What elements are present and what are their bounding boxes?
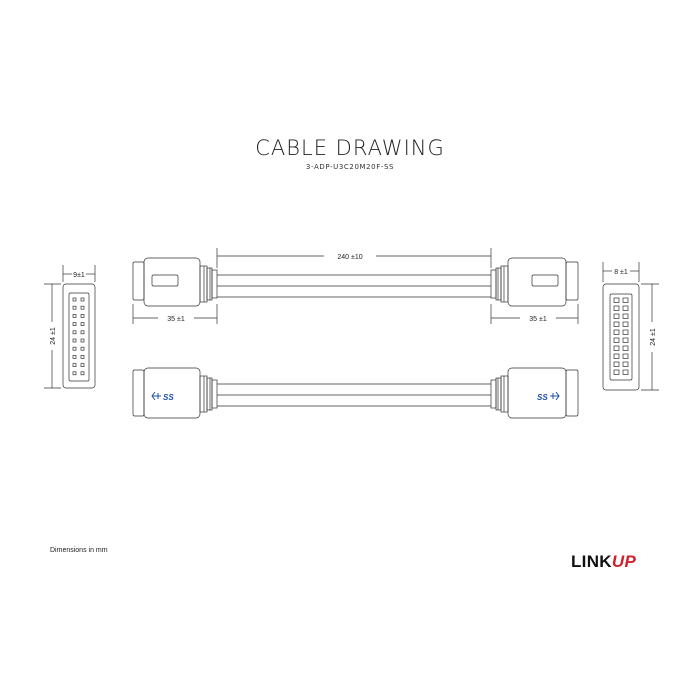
pin xyxy=(80,346,85,351)
pin xyxy=(72,355,77,359)
svg-text:SS: SS xyxy=(537,393,548,402)
top-cable-assembly xyxy=(132,257,579,307)
part-number: 3-ADP-U3C20M20F-SS xyxy=(305,163,395,171)
pin xyxy=(80,355,85,359)
pin xyxy=(613,369,620,375)
usb-ss-icon-right: SS xyxy=(537,391,560,402)
logo-text-main: LINK xyxy=(571,552,612,571)
pin xyxy=(80,322,85,326)
pin xyxy=(622,329,629,335)
left-height-dimension xyxy=(44,283,61,389)
pin xyxy=(622,305,629,311)
pin xyxy=(72,305,77,310)
pin xyxy=(613,337,620,343)
left-end-view xyxy=(62,283,96,389)
left-header-label: 35 ±1 xyxy=(167,316,185,323)
logo-text-accent: UP xyxy=(611,552,637,571)
linkup-logo: LINKUP xyxy=(571,553,636,570)
svg-text:SS: SS xyxy=(163,393,174,402)
pin xyxy=(80,338,85,343)
pin xyxy=(613,353,620,359)
pin xyxy=(613,345,620,351)
right-height-label: 24 ±1 xyxy=(650,328,657,346)
pin xyxy=(622,313,629,319)
pin xyxy=(80,363,85,367)
pin xyxy=(72,338,77,343)
pin xyxy=(622,345,629,351)
pin xyxy=(72,330,77,335)
right-width-label: 8 ±1 xyxy=(614,269,628,276)
pin xyxy=(72,346,77,351)
pin xyxy=(80,330,85,335)
pin xyxy=(613,305,620,311)
pin xyxy=(72,297,77,302)
drawing-title: CABLE DRAWING xyxy=(255,136,445,160)
pin xyxy=(622,369,629,375)
bottom-cable-assembly xyxy=(132,367,579,419)
pin xyxy=(80,305,85,310)
pin xyxy=(613,321,620,327)
pin xyxy=(613,361,620,367)
left-pin-grid xyxy=(72,297,85,376)
right-width-dimension xyxy=(602,262,640,282)
usb-ss-icon-left: SS xyxy=(151,391,174,402)
length-dimension xyxy=(216,248,492,268)
right-header-dimension xyxy=(490,304,579,324)
left-width-label: 9±1 xyxy=(73,272,85,279)
left-height-label: 24 ±1 xyxy=(50,327,57,345)
length-label: 240 ±10 xyxy=(337,254,362,261)
pin xyxy=(622,353,629,359)
pin xyxy=(80,314,85,318)
pin xyxy=(613,297,620,303)
pin xyxy=(622,361,629,367)
pin xyxy=(622,337,629,343)
right-pin-grid xyxy=(613,297,629,375)
pin xyxy=(72,371,77,376)
pin xyxy=(72,363,77,367)
pin xyxy=(622,297,629,303)
pin xyxy=(622,321,629,327)
left-header-dimension xyxy=(132,304,218,324)
pin xyxy=(613,329,620,335)
right-header-label: 35 ±1 xyxy=(529,316,547,323)
right-height-dimension xyxy=(641,283,659,391)
right-end-view xyxy=(602,283,640,391)
left-width-dimension xyxy=(62,265,96,282)
pin xyxy=(80,297,85,302)
pin xyxy=(613,313,620,319)
dimensions-footnote: Dimensions in mm xyxy=(50,547,108,554)
pin xyxy=(72,314,77,318)
pin xyxy=(72,322,77,326)
pin xyxy=(80,371,85,376)
